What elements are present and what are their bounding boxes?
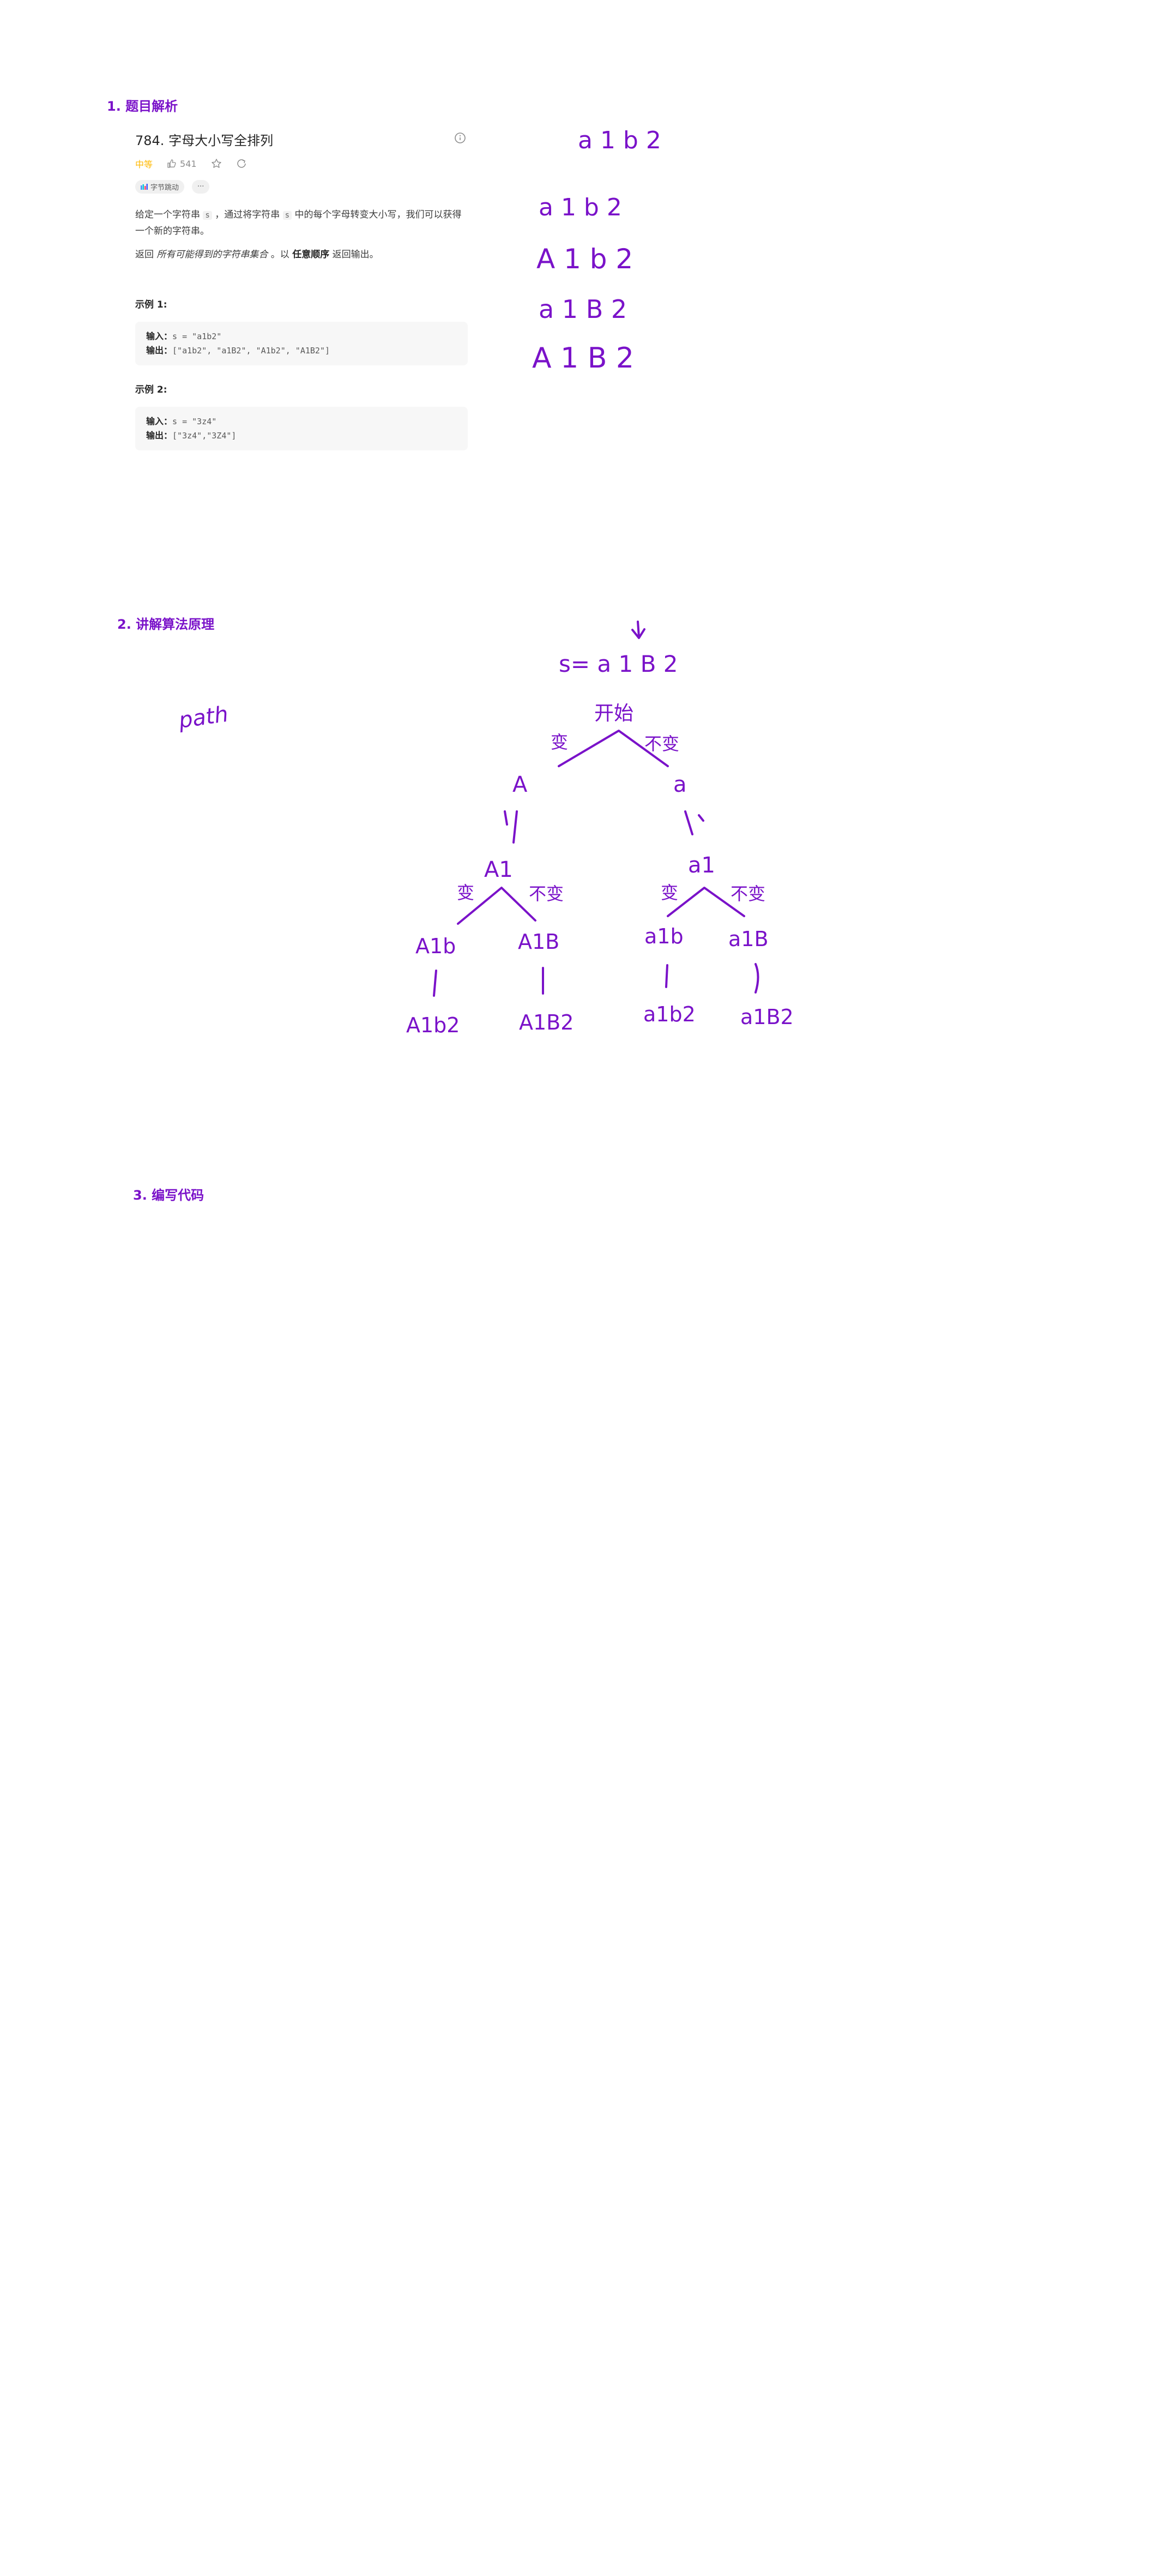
tree-node-A: A xyxy=(512,772,528,797)
connector-a1B xyxy=(754,963,759,994)
example-2-box: 输入：s = "3z4" 输出：["3z4","3Z4"] xyxy=(135,407,468,450)
A1-branch xyxy=(457,887,536,925)
output-label: 输出： xyxy=(146,430,173,441)
example-1-input: s = "a1b2" xyxy=(172,332,222,341)
branch-nochange-label: 不变 xyxy=(731,883,765,904)
connector-a xyxy=(684,810,704,835)
output-label: 输出： xyxy=(146,345,173,356)
example-1-box: 输入：s = "a1b2" 输出：["a1b2", "a1B2", "A1b2"… xyxy=(135,322,468,365)
tree-node-a: a xyxy=(673,772,687,797)
note-combo-1: a 1 b 2 xyxy=(539,194,622,221)
tree-node-a1B: a1B xyxy=(728,927,769,951)
note-combo-2: A 1 b 2 xyxy=(536,243,633,275)
tree-node-A1b: A1b xyxy=(415,934,456,958)
bytedance-logo-icon xyxy=(141,183,148,190)
tree-leaf-a1b2: a1b2 xyxy=(643,1002,696,1026)
problem-card: 784. 字母大小写全排列 中等 541 字节 xyxy=(135,130,473,468)
like-button[interactable]: 541 xyxy=(167,159,197,169)
tree-node-a1: a1 xyxy=(688,853,715,878)
tree-leaf-A1b2: A1b2 xyxy=(406,1013,460,1037)
desc-strong: 任意顺序 xyxy=(292,249,330,260)
tree-leaf-A1B2: A1B2 xyxy=(519,1010,574,1034)
tree-node-A1B: A1B xyxy=(518,930,559,954)
example-1-title: 示例 1: xyxy=(135,299,167,310)
section-title-analysis: 1. 题目解析 xyxy=(107,99,178,114)
meta-row: 中等 541 xyxy=(135,157,247,170)
thumbs-up-icon xyxy=(167,159,176,168)
connector-A1b xyxy=(433,970,437,997)
desc-text: 返回 xyxy=(135,249,157,260)
description-paragraph-1: 给定一个字符串 s ，通过将字符串 s 中的每个字母转变大小写，我们可以获得一个… xyxy=(135,207,468,239)
connector-A xyxy=(504,810,518,844)
desc-text: 。以 xyxy=(268,249,293,260)
problem-title[interactable]: 784. 字母大小写全排列 xyxy=(135,133,274,148)
branch-nochange-label: 不变 xyxy=(644,733,679,754)
section-title-code: 3. 编写代码 xyxy=(133,1188,204,1203)
example-2-output: ["3z4","3Z4"] xyxy=(172,431,237,441)
section-title-algorithm: 2. 讲解算法原理 xyxy=(117,617,215,632)
problem-description: 给定一个字符串 s ，通过将字符串 s 中的每个字母转变大小写，我们可以获得一个… xyxy=(135,207,468,270)
branch-change-label: 变 xyxy=(551,732,568,753)
star-icon[interactable] xyxy=(211,158,222,169)
code-s: s xyxy=(203,211,212,220)
note-path: path xyxy=(177,702,230,733)
tag-row: 字节跳动 ··· xyxy=(135,180,210,194)
note-combo-3: a 1 B 2 xyxy=(539,294,627,324)
example-2-input: s = "3z4" xyxy=(172,417,217,426)
tree-root-label: 开始 xyxy=(594,702,633,725)
info-icon[interactable] xyxy=(454,132,466,144)
branch-nochange-label: 不变 xyxy=(529,883,564,904)
input-label: 输入： xyxy=(146,331,173,341)
note-s-equals: s= a 1 B 2 xyxy=(559,651,678,677)
tree-leaf-a1B2: a1B2 xyxy=(740,1005,794,1029)
example-1-output: ["a1b2", "a1B2", "A1b2", "A1B2"] xyxy=(172,346,330,356)
difficulty-badge: 中等 xyxy=(135,159,153,170)
desc-emphasis: 所有可能得到的字符串集合 xyxy=(156,249,268,260)
a1-branch xyxy=(667,887,745,917)
input-label: 输入： xyxy=(146,416,173,426)
pointer-arrow-icon xyxy=(631,621,645,639)
desc-text: 给定一个字符串 xyxy=(135,209,203,220)
note-combo-4: A 1 B 2 xyxy=(532,342,634,375)
like-count: 541 xyxy=(180,158,197,169)
example-2-title: 示例 2: xyxy=(135,384,167,395)
share-icon[interactable] xyxy=(236,158,247,169)
branch-change-label: 变 xyxy=(661,882,678,903)
tree-node-A1: A1 xyxy=(484,857,513,882)
desc-text: ，通过将字符串 xyxy=(212,209,283,220)
code-s: s xyxy=(282,211,292,220)
tree-node-a1b: a1b xyxy=(644,924,684,948)
branch-change-label: 变 xyxy=(457,882,474,903)
note-top-string: a 1 b 2 xyxy=(578,127,661,154)
desc-text: 中的每个字母转变大小写，我们可以获得一个新的字符串。 xyxy=(135,209,462,237)
company-tag[interactable]: 字节跳动 xyxy=(135,180,185,194)
connector-a1b xyxy=(665,964,668,988)
description-paragraph-2: 返回 所有可能得到的字符串集合 。以 任意顺序 返回输出。 xyxy=(135,247,468,263)
desc-text: 返回输出。 xyxy=(329,249,379,260)
company-tag-label: 字节跳动 xyxy=(150,184,179,192)
more-tags-button[interactable]: ··· xyxy=(192,180,210,194)
tree-strokes xyxy=(433,621,759,997)
root-branch xyxy=(558,730,669,767)
